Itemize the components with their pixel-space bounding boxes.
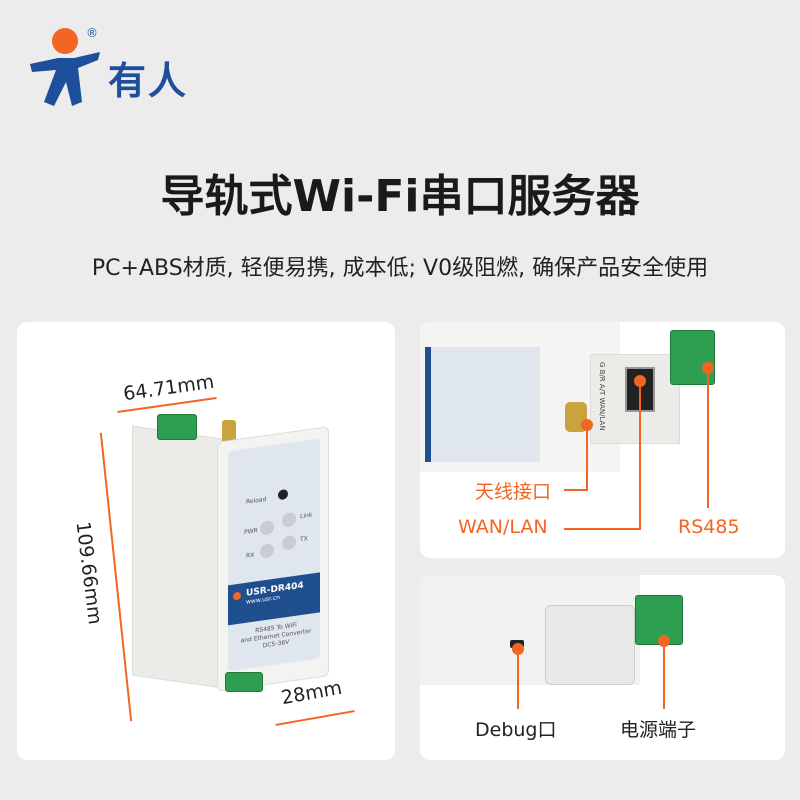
led-link	[282, 511, 296, 528]
wan-lan-callout: WAN/LAN	[458, 516, 548, 538]
brand-logo: ®	[28, 26, 104, 108]
debug-power-card: Debug口 电源端子	[420, 575, 785, 760]
rs485-leader	[707, 368, 709, 508]
wan-marker	[634, 375, 646, 387]
led-label-pwr: PWR	[244, 527, 258, 537]
depth-dimension-line	[275, 710, 355, 726]
device-side	[132, 425, 222, 689]
front-panel: Reload PWR Link RX TX USR-DR404 www.usr.…	[228, 438, 320, 672]
device-panel-side	[425, 347, 540, 462]
antenna-leader-h	[564, 489, 588, 491]
model-banner: USR-DR404 www.usr.cn	[228, 572, 320, 626]
reload-label: Reload	[246, 495, 267, 506]
debug-leader	[517, 649, 519, 709]
reload-button[interactable]	[278, 488, 288, 501]
banner-logo-icon	[233, 591, 241, 601]
wan-leader	[639, 382, 641, 529]
ports-card: G B/R A/T WAN/LAN 天线接口 WAN/LAN RS485	[420, 322, 785, 558]
brand-name: 有人	[108, 59, 189, 103]
led-rx	[260, 542, 274, 559]
led-tx	[282, 534, 296, 551]
led-label-link: Link	[300, 511, 313, 521]
led-pwr	[260, 519, 274, 536]
bottom-terminal-block	[225, 672, 263, 692]
height-dimension-line	[99, 432, 133, 722]
antenna-callout: 天线接口	[475, 481, 552, 503]
device-description: RS485 To WiFi and Ethernet Converter DC5…	[234, 619, 318, 655]
dimensions-card: Reload PWR Link RX TX USR-DR404 www.usr.…	[17, 322, 395, 760]
rs485-callout: RS485	[678, 516, 740, 538]
height-dimension: 109.66mm	[71, 520, 106, 626]
power-leader	[663, 641, 665, 709]
port-labels: G B/R A/T WAN/LAN	[598, 362, 606, 431]
antenna-connector	[222, 420, 236, 444]
power-callout: 电源端子	[620, 719, 697, 741]
device-front: Reload PWR Link RX TX USR-DR404 www.usr.…	[217, 426, 329, 692]
led-label-rx: RX	[246, 551, 255, 560]
page-title: 导轨式Wi-Fi串口服务器	[160, 171, 640, 222]
registered-mark: ®	[86, 26, 98, 40]
terminal-block	[157, 414, 197, 440]
antenna-leader	[586, 425, 588, 490]
logo-figure-icon	[30, 52, 100, 106]
logo-head-icon	[52, 28, 78, 54]
led-label-tx: TX	[300, 535, 308, 544]
din-clip	[545, 605, 635, 685]
wan-leader-h	[564, 528, 641, 530]
debug-callout: Debug口	[475, 719, 557, 741]
page-subtitle: PC+ABS材质, 轻便易携, 成本低; V0级阻燃, 确保产品安全使用	[91, 256, 709, 281]
